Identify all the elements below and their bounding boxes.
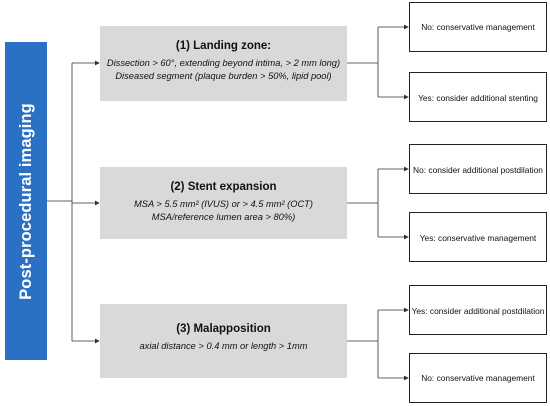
criteria-line: MSA > 5.5 mm² (IVUS) or > 4.5 mm² (OCT) xyxy=(134,199,313,209)
outcome-box: No: conservative management xyxy=(409,353,547,403)
criteria-box-stent-expansion: (2) Stent expansion MSA > 5.5 mm² (IVUS)… xyxy=(100,167,347,239)
sidebar-label: Post-procedural imaging xyxy=(16,102,35,300)
outcome-label: Yes: consider additional stenting xyxy=(418,93,538,103)
criteria-box-malapposition: (3) Malapposition axial distance > 0.4 m… xyxy=(100,304,347,378)
outcome-box: Yes: consider additional stenting xyxy=(409,72,547,122)
criteria-title: (2) Stent expansion xyxy=(170,181,277,193)
outcome-label: No: conservative management xyxy=(421,373,535,383)
outcome-label: No: conservative management xyxy=(421,22,535,32)
sidebar-post-procedural-imaging: Post-procedural imaging xyxy=(5,42,47,360)
criteria-title: (3) Malapposition xyxy=(176,323,271,335)
outcome-label: No: consider additional postdilation xyxy=(413,165,543,175)
criteria-line: axial distance > 0.4 mm or length > 1mm xyxy=(139,341,308,351)
outcome-label: Yes: consider additional postdilation xyxy=(411,306,545,316)
outcome-box: No: conservative management xyxy=(409,2,547,52)
outcome-label: Yes: conservative management xyxy=(419,233,537,243)
outcome-box: Yes: consider additional postdilation xyxy=(409,285,547,335)
criteria-line: Dissection > 60°, extending beyond intim… xyxy=(106,58,341,68)
criteria-line: Diseased segment (plaque burden > 50%, l… xyxy=(115,70,332,81)
outcome-box: Yes: conservative management xyxy=(409,212,547,262)
criteria-title: (1) Landing zone: xyxy=(175,40,272,52)
criteria-line: MSA/reference lumen area > 80%) xyxy=(151,211,296,222)
outcome-box: No: consider additional postdilation xyxy=(409,144,547,194)
criteria-box-landing-zone: (1) Landing zone: Dissection > 60°, exte… xyxy=(100,26,347,101)
